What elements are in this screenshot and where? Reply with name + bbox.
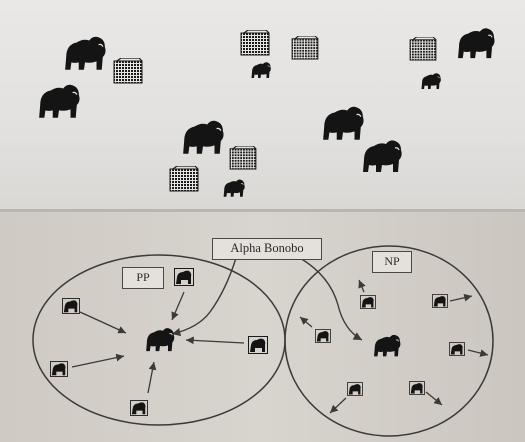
alpha-link-pp — [171, 257, 237, 337]
panel-divider — [0, 209, 525, 213]
arrow — [299, 316, 313, 328]
arrow — [449, 293, 473, 302]
small-ape-icon — [251, 61, 272, 79]
member-ape-icon — [409, 381, 425, 395]
ape-icon — [64, 36, 107, 71]
hatched-cage-icon — [409, 37, 437, 61]
np-alpha-ape-icon — [373, 334, 401, 357]
hatched-cage-icon — [291, 36, 319, 60]
arrow — [71, 353, 125, 368]
member-ape-icon — [449, 342, 465, 356]
ape-icon — [38, 84, 81, 119]
arrow — [329, 397, 347, 414]
small-ape-icon — [421, 72, 442, 90]
hatched-cage-icon — [113, 58, 143, 84]
alpha-link-np — [299, 257, 363, 341]
np-group-label: NP — [372, 251, 412, 273]
hatched-cage-icon — [240, 30, 270, 56]
arrow — [425, 391, 443, 406]
member-ape-icon — [347, 382, 363, 396]
small-ape-icon — [223, 179, 246, 198]
arrow — [467, 349, 489, 357]
member-ape-icon — [130, 400, 148, 416]
ape-icon — [322, 106, 365, 141]
arrow — [79, 311, 127, 334]
pp-alpha-ape-icon — [145, 327, 175, 352]
ape-icon — [182, 120, 225, 155]
member-ape-icon — [360, 295, 376, 309]
member-ape-icon — [315, 329, 331, 343]
member-ape-icon — [174, 268, 194, 286]
member-ape-icon — [248, 336, 268, 354]
ape-icon — [362, 139, 403, 173]
hatched-cage-icon — [169, 166, 199, 192]
member-ape-icon — [62, 298, 80, 314]
arrow — [358, 279, 366, 293]
member-ape-icon — [432, 294, 448, 308]
hatched-cage-icon — [229, 146, 257, 170]
np-group-ellipse — [284, 245, 494, 437]
pp-group-label: PP — [122, 267, 164, 289]
arrow — [171, 291, 185, 321]
member-ape-icon — [50, 361, 68, 377]
alpha-bonobo-label: Alpha Bonobo — [212, 238, 322, 260]
arrow — [185, 336, 245, 345]
arrow — [147, 361, 157, 394]
ape-icon — [457, 27, 496, 59]
